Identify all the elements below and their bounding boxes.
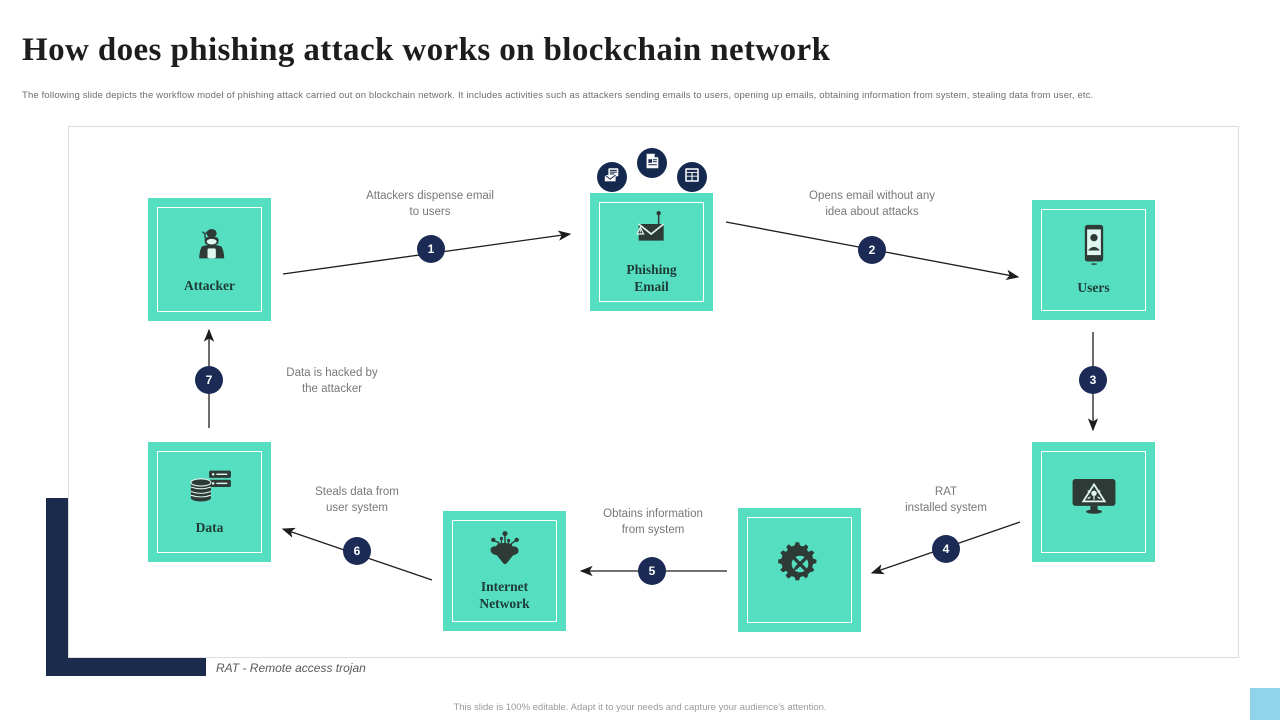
node-phishing-label-line1: Phishing xyxy=(626,261,677,277)
node-internet-network[interactable]: Internet Network xyxy=(443,511,566,631)
node-internet-label-line2: Network xyxy=(479,595,530,611)
node-rat-tools[interactable] xyxy=(738,508,861,632)
step-circle-5[interactable]: 5 xyxy=(638,557,666,585)
footnote-rat-definition: RAT - Remote access trojan xyxy=(216,661,366,675)
node-data-label: Data xyxy=(195,520,224,536)
caption-step-2: Opens email without any idea about attac… xyxy=(772,189,972,220)
caption-step-4: RAT installed system xyxy=(876,485,1016,516)
caption-step-5-line1: Obtains information xyxy=(603,508,703,520)
node-users[interactable]: Users xyxy=(1032,200,1155,320)
newspaper-badge[interactable] xyxy=(677,162,707,192)
caption-step-2-line2: idea about attacks xyxy=(825,205,919,218)
document-icon xyxy=(643,152,661,175)
caption-step-5: Obtains information from system xyxy=(573,507,733,538)
node-infected-system[interactable] xyxy=(1032,442,1155,562)
step-circle-1[interactable]: 1 xyxy=(417,235,445,263)
page-title: How does phishing attack works on blockc… xyxy=(22,32,831,68)
node-phishing-email[interactable]: Phishing Email xyxy=(590,193,713,311)
caption-step-1: Attackers dispense email to users xyxy=(330,189,530,220)
database-server-icon xyxy=(187,467,233,512)
node-attacker[interactable]: Attacker xyxy=(148,198,271,321)
envelope-icon xyxy=(603,166,621,189)
caption-step-6: Steals data from user system xyxy=(277,485,437,516)
node-attacker-label: Attacker xyxy=(184,277,235,293)
caption-step-6-line2: user system xyxy=(326,501,388,514)
node-phishing-email-label: Phishing Email xyxy=(626,262,676,296)
caption-step-5-line2: from system xyxy=(621,523,685,536)
phishing-hook-envelope-icon xyxy=(630,209,674,254)
caption-step-7: Data is hacked by the attacker xyxy=(252,366,412,397)
node-phishing-label-line2: Email xyxy=(634,278,669,294)
email-badge[interactable] xyxy=(597,162,627,192)
node-internet-network-label: Internet Network xyxy=(479,579,529,613)
step-circle-2[interactable]: 2 xyxy=(858,236,886,264)
infected-monitor-icon xyxy=(1069,476,1119,521)
caption-step-7-line1: Data is hacked by xyxy=(286,367,378,379)
caption-step-4-line1: RAT xyxy=(934,486,958,498)
page-subtitle: The following slide depicts the workflow… xyxy=(22,90,1094,101)
gear-tools-icon xyxy=(776,540,824,593)
caption-step-7-line2: the attacker xyxy=(301,382,363,395)
caption-step-2-line1: Opens email without any xyxy=(809,190,935,202)
newspaper-icon xyxy=(683,166,701,189)
footer-note: This slide is 100% editable. Adapt it to… xyxy=(453,702,827,713)
caption-step-1-line2: to users xyxy=(409,205,451,218)
step-circle-3[interactable]: 3 xyxy=(1079,366,1107,394)
blue-accent-square xyxy=(1250,688,1280,720)
smartphone-user-icon xyxy=(1079,223,1109,272)
caption-step-1-line1: Attackers dispense email xyxy=(366,190,494,202)
hacker-icon xyxy=(190,225,230,270)
step-circle-4[interactable]: 4 xyxy=(932,535,960,563)
step-circle-7[interactable]: 7 xyxy=(195,366,223,394)
caption-step-4-line2: installed system xyxy=(905,501,987,514)
caption-step-6-line1: Steals data from xyxy=(315,486,399,498)
step-circle-6[interactable]: 6 xyxy=(343,537,371,565)
node-internet-label-line1: Internet xyxy=(480,578,529,594)
node-users-label: Users xyxy=(1077,280,1110,296)
document-badge[interactable] xyxy=(637,148,667,178)
node-data[interactable]: Data xyxy=(148,442,271,562)
network-cloud-icon xyxy=(482,530,528,571)
